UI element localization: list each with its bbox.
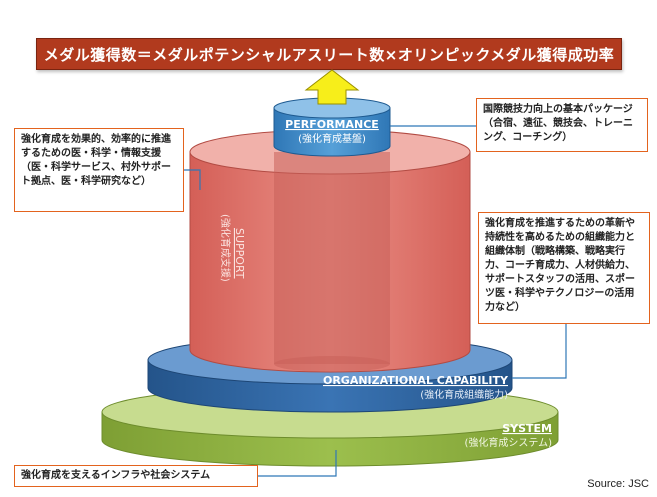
performance-sublabel: (強化育成基盤) [298, 132, 366, 145]
up-arrow-icon [304, 69, 360, 105]
system-sublabel: (強化育成システム) [464, 436, 552, 449]
support-sublabel: (強化育成支援) [219, 214, 232, 282]
organizational-sublabel: (強化育成組織能力) [420, 388, 508, 401]
note-system-description: 強化育成を支えるインフラや社会システム [14, 465, 258, 487]
connector-right [512, 324, 567, 379]
connector-lines [184, 125, 567, 477]
system-label: SYSTEM [502, 422, 552, 435]
note-performance-description: 国際競技力向上の基本パッケージ（合宿、遠征、競技会、トレーニング、コーチング） [476, 98, 648, 152]
organizational-label: ORGANIZATIONAL CAPABILITY [323, 374, 509, 387]
source-credit: Source: JSC [587, 478, 649, 490]
performance-label: PERFORMANCE [285, 118, 379, 131]
connector-left [184, 169, 201, 190]
support-layer [189, 129, 471, 373]
support-label: SUPPORT [233, 228, 246, 279]
note-support-description: 強化育成を効果的、効率的に推進するための医・科学・情報支援（医・科学サービス、村… [14, 128, 184, 212]
connector-bottom [258, 450, 337, 477]
title-banner: メダル獲得数＝メダルポテンシャルアスリート数×オリンピックメダル獲得成功率 [36, 38, 622, 70]
note-organizational-description: 強化育成を推進するための革新や持続性を高めるための組織能力と組織体制（戦略構築、… [478, 212, 650, 324]
performance-layer [273, 97, 391, 157]
